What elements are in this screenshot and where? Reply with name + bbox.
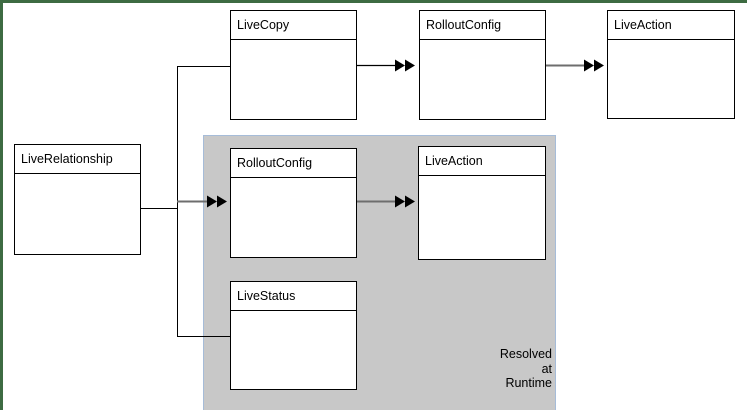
- connector-livecopy-to-rolloutconfig: [357, 59, 415, 72]
- uml-box-live-action-runtime[interactable]: LiveAction: [418, 146, 546, 260]
- uml-box-live-action-runtime-body: [419, 176, 545, 259]
- uml-box-live-action-top[interactable]: LiveAction: [607, 10, 735, 119]
- uml-box-rollout-config-runtime[interactable]: RolloutConfig: [230, 148, 357, 258]
- uml-box-live-relationship-body: [15, 174, 140, 254]
- uml-box-rollout-config-runtime-title: RolloutConfig: [231, 149, 356, 178]
- resolved-at-runtime-label: Resolved at Runtime: [499, 347, 552, 390]
- uml-box-live-status[interactable]: LiveStatus: [230, 281, 357, 390]
- uml-box-live-status-title: LiveStatus: [231, 282, 356, 311]
- uml-box-live-action-top-body: [608, 40, 734, 118]
- uml-box-live-action-runtime-title: LiveAction: [419, 147, 545, 176]
- uml-box-rollout-config-top[interactable]: RolloutConfig: [419, 10, 546, 120]
- uml-box-live-relationship-title: LiveRelationship: [15, 145, 140, 174]
- uml-box-rollout-config-top-title: RolloutConfig: [420, 11, 545, 40]
- page-border-left: [0, 0, 3, 410]
- connector-trunk-to-livecopy: [177, 66, 231, 67]
- uml-box-rollout-config-runtime-body: [231, 178, 356, 257]
- uml-box-rollout-config-top-body: [420, 40, 545, 119]
- connector-trunk-to-rolloutconfig-runtime: [177, 195, 227, 208]
- connector-rolloutconfig-to-liveaction-runtime: [357, 195, 415, 208]
- uml-box-live-relationship[interactable]: LiveRelationship: [14, 144, 141, 255]
- page-border-top: [0, 0, 747, 3]
- uml-box-live-copy[interactable]: LiveCopy: [230, 10, 357, 120]
- uml-box-live-action-top-title: LiveAction: [608, 11, 734, 40]
- connector-liverelationship-to-trunk: [141, 208, 178, 209]
- connector-trunk-to-livestatus: [177, 336, 231, 337]
- connector-rolloutconfig-to-liveaction-top: [546, 59, 604, 72]
- uml-box-live-copy-body: [231, 40, 356, 119]
- uml-box-live-status-body: [231, 311, 356, 389]
- uml-box-live-copy-title: LiveCopy: [231, 11, 356, 40]
